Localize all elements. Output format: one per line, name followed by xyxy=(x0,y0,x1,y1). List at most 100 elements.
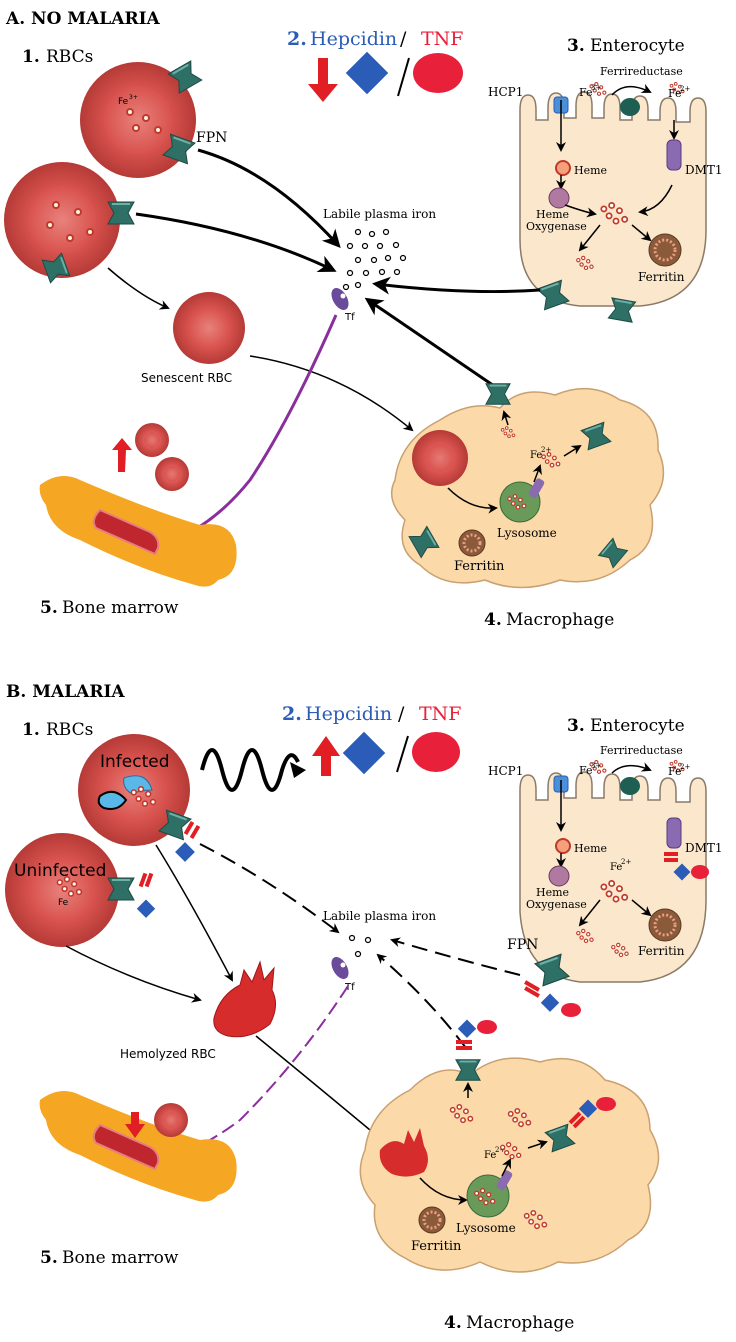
up-arrow-icon xyxy=(112,438,132,472)
heme-oxygenase-line1: Heme xyxy=(536,886,569,899)
panel-b: B. MALARIA 1. RBCs Infected Uninfected F… xyxy=(5,682,723,1333)
enterocyte-number: 3. xyxy=(567,716,585,736)
hepcidin-label: Hepcidin xyxy=(305,703,392,725)
heme-oxygenase-icon xyxy=(548,865,570,887)
uninfected-label: Uninfected xyxy=(14,861,106,881)
parasite-icon xyxy=(97,790,128,810)
dmt1-label: DMT1 xyxy=(685,841,723,855)
slash: / xyxy=(398,703,405,725)
heme-icon xyxy=(555,160,571,176)
enterocyte-label: Enterocyte xyxy=(590,36,685,56)
heme-oxygenase-line1: Heme xyxy=(536,208,569,221)
wave-icon xyxy=(200,748,300,792)
hemolyzed-rbc-icon xyxy=(213,960,276,1038)
hepcidin-label: Hepcidin xyxy=(310,28,397,50)
ferritin-macrophage-label: Ferritin xyxy=(454,559,505,574)
tf-label: Tf xyxy=(344,312,355,323)
macrophage-fe-label: Fe xyxy=(530,450,542,461)
bone-marrow-number: 5. xyxy=(40,1248,58,1268)
ferrireductase-label: Ferrireductase xyxy=(600,744,683,757)
rbc-top: Fe 3+ xyxy=(80,62,196,178)
tf-label: Tf xyxy=(344,982,355,993)
fe2-label: Fe xyxy=(668,87,682,100)
dmt1-transporter-icon xyxy=(666,817,682,849)
fe3-sup: 3+ xyxy=(591,762,601,770)
rbc-fe-sup: 3+ xyxy=(129,94,138,101)
fpn-label: FPN xyxy=(196,130,227,146)
ferrireductase-label: Ferrireductase xyxy=(600,65,683,78)
ferritin-macrophage-label: Ferritin xyxy=(411,1239,462,1254)
transferrin-icon xyxy=(331,957,349,979)
heme-oxygenase-line2: Oxygenase xyxy=(526,898,587,911)
hepcidin-number: 2. xyxy=(287,28,307,50)
heme-oxygenase-icon xyxy=(548,187,570,209)
rbc-fe-label: Fe xyxy=(118,97,129,107)
macrophage-label: Macrophage xyxy=(506,610,614,630)
engulfed-hemolyzed-rbc-icon xyxy=(379,1128,428,1177)
hepcidin-diamond-icon xyxy=(136,899,156,918)
hemolyzed-label: Hemolyzed RBC xyxy=(120,1047,216,1061)
down-arrow-icon xyxy=(125,1112,145,1138)
labile-iron-dots xyxy=(342,228,407,291)
rbcs-label: RBCs xyxy=(46,47,93,67)
fe2-label: Fe xyxy=(668,765,682,778)
enterocyte-number: 3. xyxy=(567,36,585,56)
panel-a-title: A. NO MALARIA xyxy=(5,9,161,29)
heme-oxygenase-line2: Oxygenase xyxy=(526,220,587,233)
bone-marrow-label: Bone marrow xyxy=(62,598,179,618)
slash-line xyxy=(397,57,410,97)
transferrin-icon xyxy=(331,288,349,310)
ferritin-icon xyxy=(648,908,682,942)
rbcs-label: RBCs xyxy=(46,720,93,740)
fe3-sup: 3+ xyxy=(591,84,601,92)
ferritin-icon xyxy=(458,529,486,557)
tnf-oval-icon xyxy=(412,732,460,772)
ferritin-icon xyxy=(418,1206,446,1234)
ferritin-enterocyte-label: Ferritin xyxy=(638,944,685,958)
senescent-rbc-label: Senescent RBC xyxy=(141,371,232,385)
hepcidin-diamond-icon xyxy=(345,51,389,95)
ferritin-icon xyxy=(648,233,682,267)
ferroportin-icon xyxy=(484,382,512,406)
tnf-label: TNF xyxy=(419,703,461,725)
heme-label: Heme xyxy=(574,164,607,177)
rbcs-number: 1. xyxy=(22,720,40,740)
slash: / xyxy=(400,28,407,50)
rbc-left xyxy=(4,162,120,278)
fe3-label: Fe xyxy=(579,86,593,99)
hepcidin-diamond-icon xyxy=(175,842,195,862)
up-arrow-icon xyxy=(312,736,340,776)
uninfected-fe-label: Fe xyxy=(58,898,69,908)
lysosome-label: Lysosome xyxy=(456,1221,516,1235)
hepcidin-number: 2. xyxy=(282,703,302,725)
labile-iron-label: Labile plasma iron xyxy=(323,909,436,923)
hcp1-label: HCP1 xyxy=(488,85,523,99)
enterocyte-label: Enterocyte xyxy=(590,716,685,736)
bone-marrow-label: Bone marrow xyxy=(62,1248,179,1268)
hepcidin-diamond-icon xyxy=(342,731,386,775)
macrophage-number: 4. xyxy=(484,610,502,630)
macrophage-number: 4. xyxy=(444,1313,462,1333)
macrophage-label: Macrophage xyxy=(466,1313,574,1333)
tnf-label: TNF xyxy=(421,28,463,50)
heme-label: Heme xyxy=(574,842,607,855)
macrophage-fe-sup: 2+ xyxy=(541,446,551,454)
dmt1-label: DMT1 xyxy=(685,163,723,177)
macrophage-fe-label: Fe xyxy=(484,1150,496,1161)
panel-a: A. NO MALARIA 1. RBCs Fe 3+ FPN xyxy=(4,9,723,630)
panel-b-title: B. MALARIA xyxy=(6,682,125,702)
labile-iron-label: Labile plasma iron xyxy=(323,207,436,221)
heme-icon xyxy=(555,838,571,854)
fe2-sup: 2+ xyxy=(680,85,690,93)
enterocyte-fe-sup: 2+ xyxy=(621,858,631,866)
ferrireductase-icon xyxy=(620,98,640,116)
down-arrow-icon xyxy=(308,58,338,102)
lysosome-label: Lysosome xyxy=(497,526,557,540)
bone-marrow-number: 5. xyxy=(40,598,58,618)
infected-label: Infected xyxy=(100,752,170,772)
labile-iron-dots xyxy=(348,934,372,958)
fpn-label: FPN xyxy=(507,937,538,953)
ferritin-enterocyte-label: Ferritin xyxy=(638,270,685,284)
dmt1-transporter-icon xyxy=(666,139,682,171)
